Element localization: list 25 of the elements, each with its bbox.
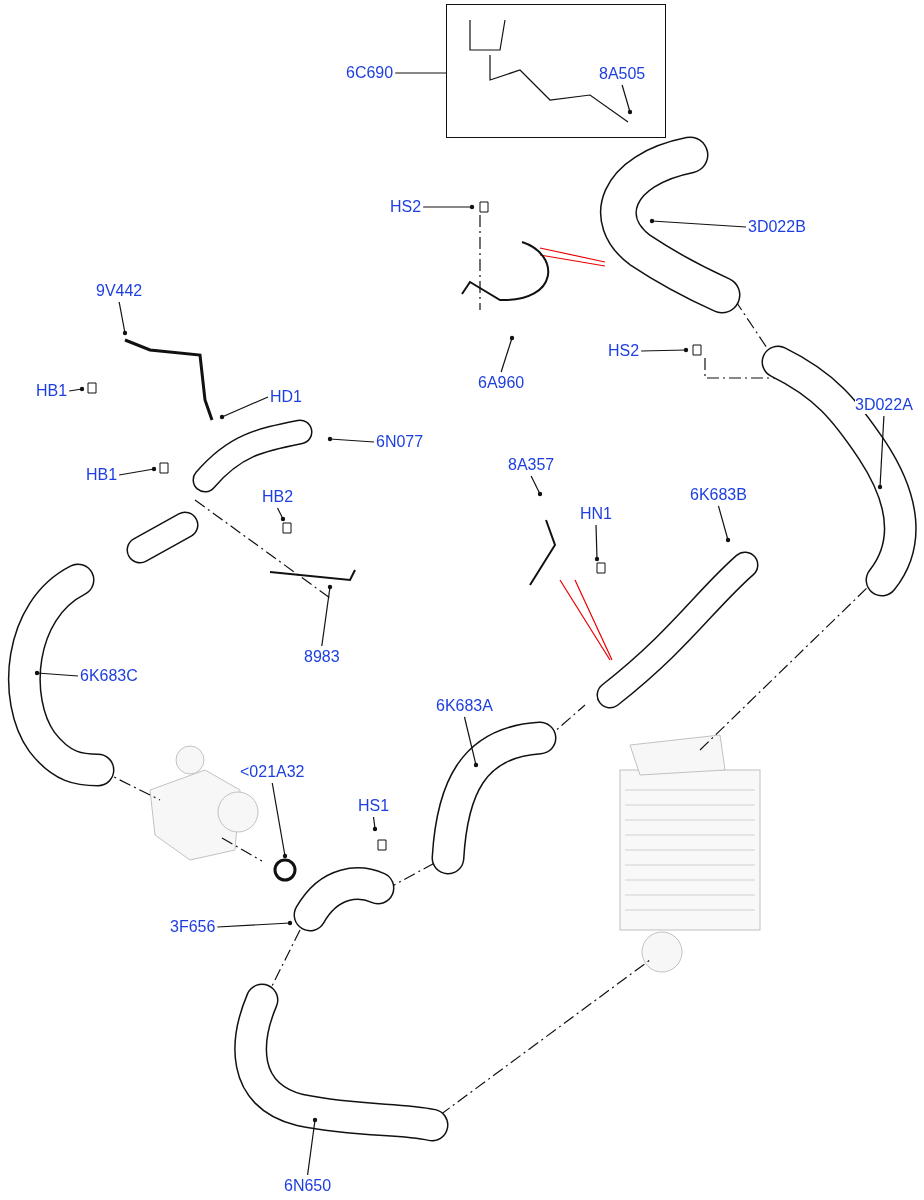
leader-line	[118, 301, 128, 336]
leader-line	[276, 507, 286, 522]
leader-line	[717, 505, 731, 543]
part-number: 3D022A	[855, 396, 913, 414]
leader-line	[463, 716, 479, 768]
leader-line	[394, 72, 447, 74]
leader-line	[372, 816, 378, 832]
leader-line	[649, 218, 747, 228]
leader-line	[216, 920, 293, 928]
leader-line	[640, 347, 689, 353]
inset-frame	[446, 4, 666, 138]
leader-line	[118, 466, 157, 476]
leader-line	[422, 204, 475, 210]
leader-line	[306, 1117, 318, 1176]
leader-line	[530, 475, 543, 497]
leader-line	[327, 436, 375, 443]
leader-line	[271, 782, 288, 859]
leader-line	[321, 584, 333, 647]
leader-line	[34, 670, 79, 677]
leader-line	[219, 396, 269, 420]
leader-line	[68, 386, 85, 392]
leader-line	[594, 524, 600, 562]
leader-line	[877, 415, 885, 490]
leader-line	[500, 335, 515, 373]
leader-line	[621, 84, 633, 115]
